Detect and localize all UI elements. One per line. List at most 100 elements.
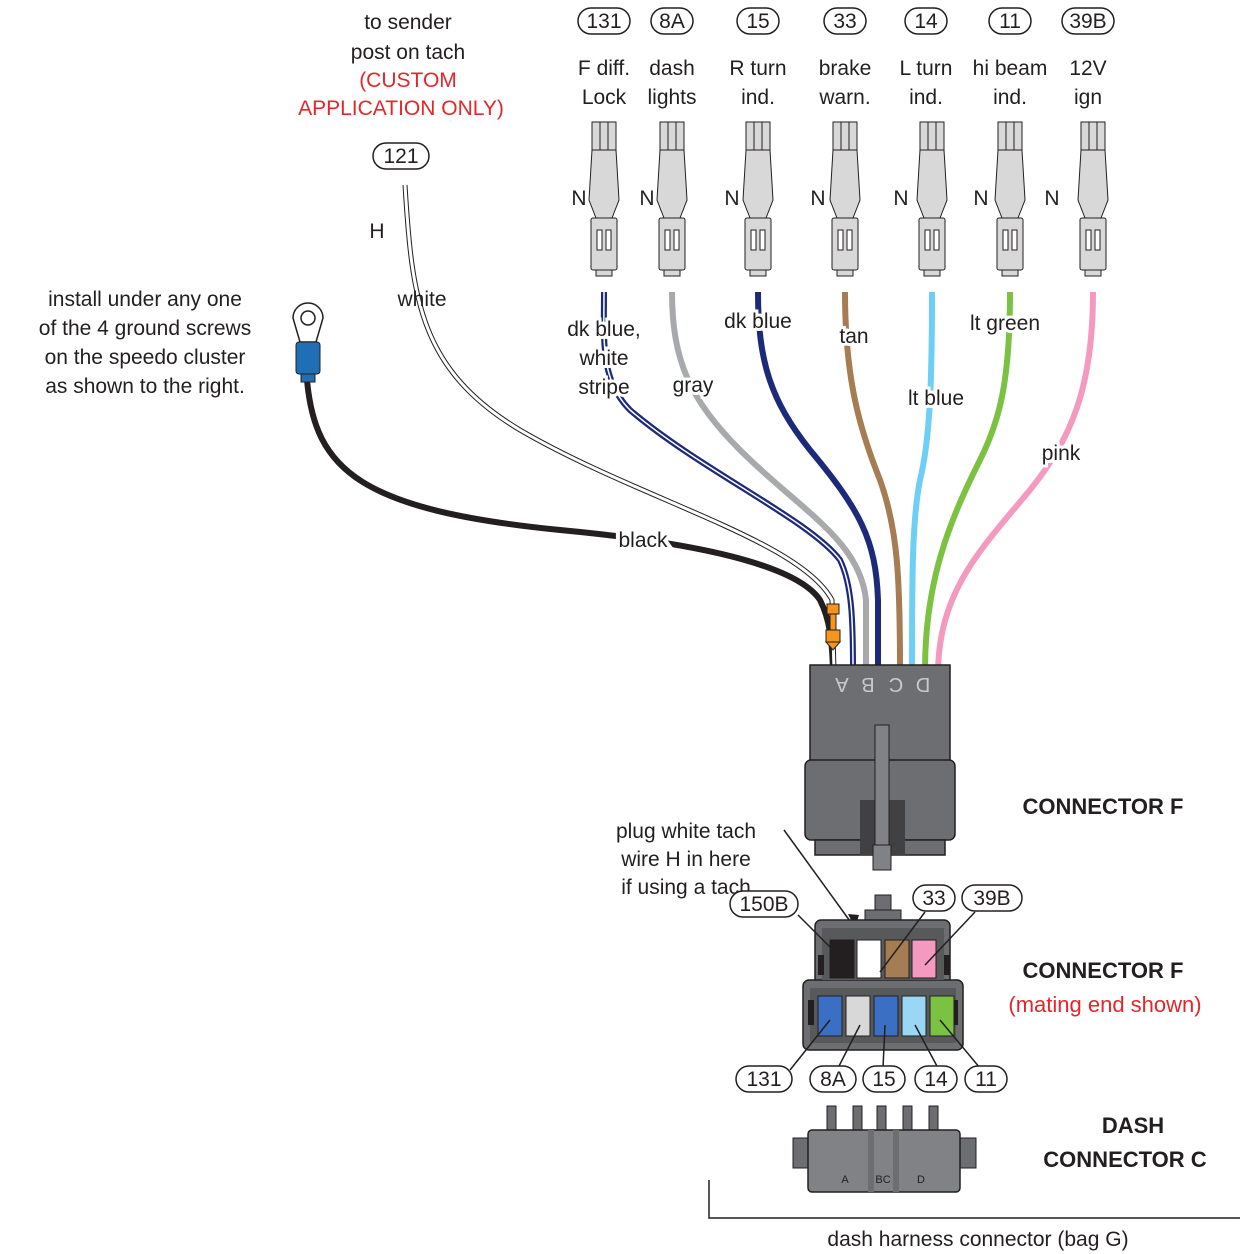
spade-terminal-icon (656, 121, 688, 277)
dash-title-line1: DASH (1102, 1113, 1164, 1138)
ground-line4: as shown to the right. (45, 375, 245, 398)
tach-note-line3: if using a tach (621, 876, 751, 899)
wire-color-label: white (578, 347, 628, 370)
circuit-badge-131: 131 (577, 7, 631, 35)
circuit-badge-39B-mating: 39B (961, 884, 1023, 912)
svg-text:11: 11 (999, 10, 1021, 33)
wire-lt-green (922, 291, 1013, 671)
terminal-n-label: N (973, 187, 988, 210)
connector-f-title: CONNECTOR F (1023, 794, 1184, 819)
function-label: 12V (1069, 57, 1106, 80)
terminal-n-label: N (724, 187, 739, 210)
wire-color-label: dk blue (724, 310, 792, 333)
svg-text:14: 14 (914, 10, 938, 33)
sender-custom-line2: APPLICATION ONLY) (298, 97, 504, 120)
circuit-badge-15: 15 (736, 7, 780, 35)
circuit-badge-11-mating: 11 (964, 1065, 1008, 1093)
wire-lt-blue (909, 291, 935, 671)
pin-d-label: D (916, 673, 930, 695)
dash-harness-bracket (708, 1180, 1240, 1219)
svg-text:131: 131 (746, 1068, 781, 1091)
sender-line1: to sender (364, 11, 452, 34)
spade-terminal-icon (588, 121, 620, 277)
terminal-n-label: N (893, 187, 908, 210)
ground-line1: install under any one (48, 288, 242, 311)
wire-color-label: lt green (970, 312, 1040, 335)
function-label: warn. (818, 86, 870, 109)
svg-text:121: 121 (383, 145, 418, 168)
wire-color-label: stripe (578, 376, 629, 399)
wire-dk-blue (755, 291, 881, 670)
sender-line2: post on tach (351, 41, 465, 64)
function-label: ind. (741, 86, 775, 109)
wire-color-label: pink (1042, 442, 1081, 465)
mating-bottom-cavity (845, 995, 871, 1037)
tach-splice-connector-icon (824, 603, 842, 651)
tach-note-line2: wire H in here (620, 848, 751, 871)
wire-color-label: gray (673, 374, 714, 397)
wire-black (304, 379, 836, 671)
terminal-n-label: N (1044, 187, 1059, 210)
svg-text:39B: 39B (973, 887, 1010, 910)
svg-text:150B: 150B (739, 893, 788, 916)
circuit-badge-14: 14 (904, 7, 948, 35)
wire-gray (669, 291, 869, 670)
ring-terminal-icon (292, 302, 324, 383)
spade-terminal-icon (994, 121, 1026, 277)
sender-custom-line1: (CUSTOM (359, 69, 457, 92)
spade-terminal-icon (742, 121, 774, 277)
ground-line3: on the speedo cluster (45, 346, 246, 369)
tach-note-arrow (783, 829, 856, 929)
mating-connector-f (802, 894, 964, 1051)
svg-text:131: 131 (586, 10, 621, 33)
wire-dk-blue-white-stripe (600, 291, 856, 671)
pin-c-label: C (889, 673, 903, 695)
wire-color-label: dk blue, (567, 318, 641, 341)
circuit-badge-39B: 39B (1061, 7, 1115, 35)
mating-bottom-cavity (873, 995, 899, 1037)
wire-color-label: tan (839, 325, 868, 348)
dash-title-line2: CONNECTOR C (1043, 1147, 1206, 1172)
mating-top-cavity (829, 939, 855, 979)
function-label: F diff. (578, 57, 630, 80)
mating-title: CONNECTOR F (1023, 958, 1184, 983)
wire-pink (935, 291, 1096, 671)
circuit-badge-33-mating: 33 (912, 884, 956, 912)
wire-color-black-label: black (618, 529, 668, 552)
function-label: dash (649, 57, 695, 80)
circuit-badge-14-mating: 14 (914, 1065, 958, 1093)
function-label: hi beam (973, 57, 1048, 80)
circuit-badge-33: 33 (823, 7, 867, 35)
circuit-badge-8A: 8A (650, 7, 694, 35)
mating-top-cavity (911, 939, 937, 979)
circuit-badge-15-mating: 15 (862, 1065, 906, 1093)
svg-text:11: 11 (975, 1068, 997, 1091)
wire-tan (842, 291, 903, 671)
circuit-badge-8A-mating: 8A (809, 1065, 857, 1093)
spade-terminal-icon (829, 121, 861, 277)
ground-line2: of the 4 ground screws (39, 317, 251, 340)
function-label: ind. (909, 86, 943, 109)
dash-pin-bc: BC (875, 1174, 890, 1186)
circuit-badge-11: 11 (988, 7, 1032, 35)
mating-subtitle: (mating end shown) (1008, 992, 1201, 1017)
dash-pin-d: D (917, 1174, 925, 1186)
footer-caption: dash harness connector (bag G) (827, 1228, 1128, 1251)
svg-text:33: 33 (833, 10, 856, 33)
wire-letter-h: H (369, 220, 384, 243)
function-label: ind. (993, 86, 1027, 109)
spade-terminal-icon (1077, 121, 1109, 277)
dash-connector-c: A BC D (792, 1105, 977, 1193)
terminal-n-label: N (810, 187, 825, 210)
function-label: R turn (729, 57, 786, 80)
svg-text:39B: 39B (1069, 10, 1106, 33)
tach-note-line1: plug white tach (616, 820, 756, 843)
circuit-badge-121: 121 (372, 142, 430, 170)
wire-column-11: 11 hi beam ind. Nlt green (967, 7, 1048, 338)
wire-group (304, 184, 1096, 671)
